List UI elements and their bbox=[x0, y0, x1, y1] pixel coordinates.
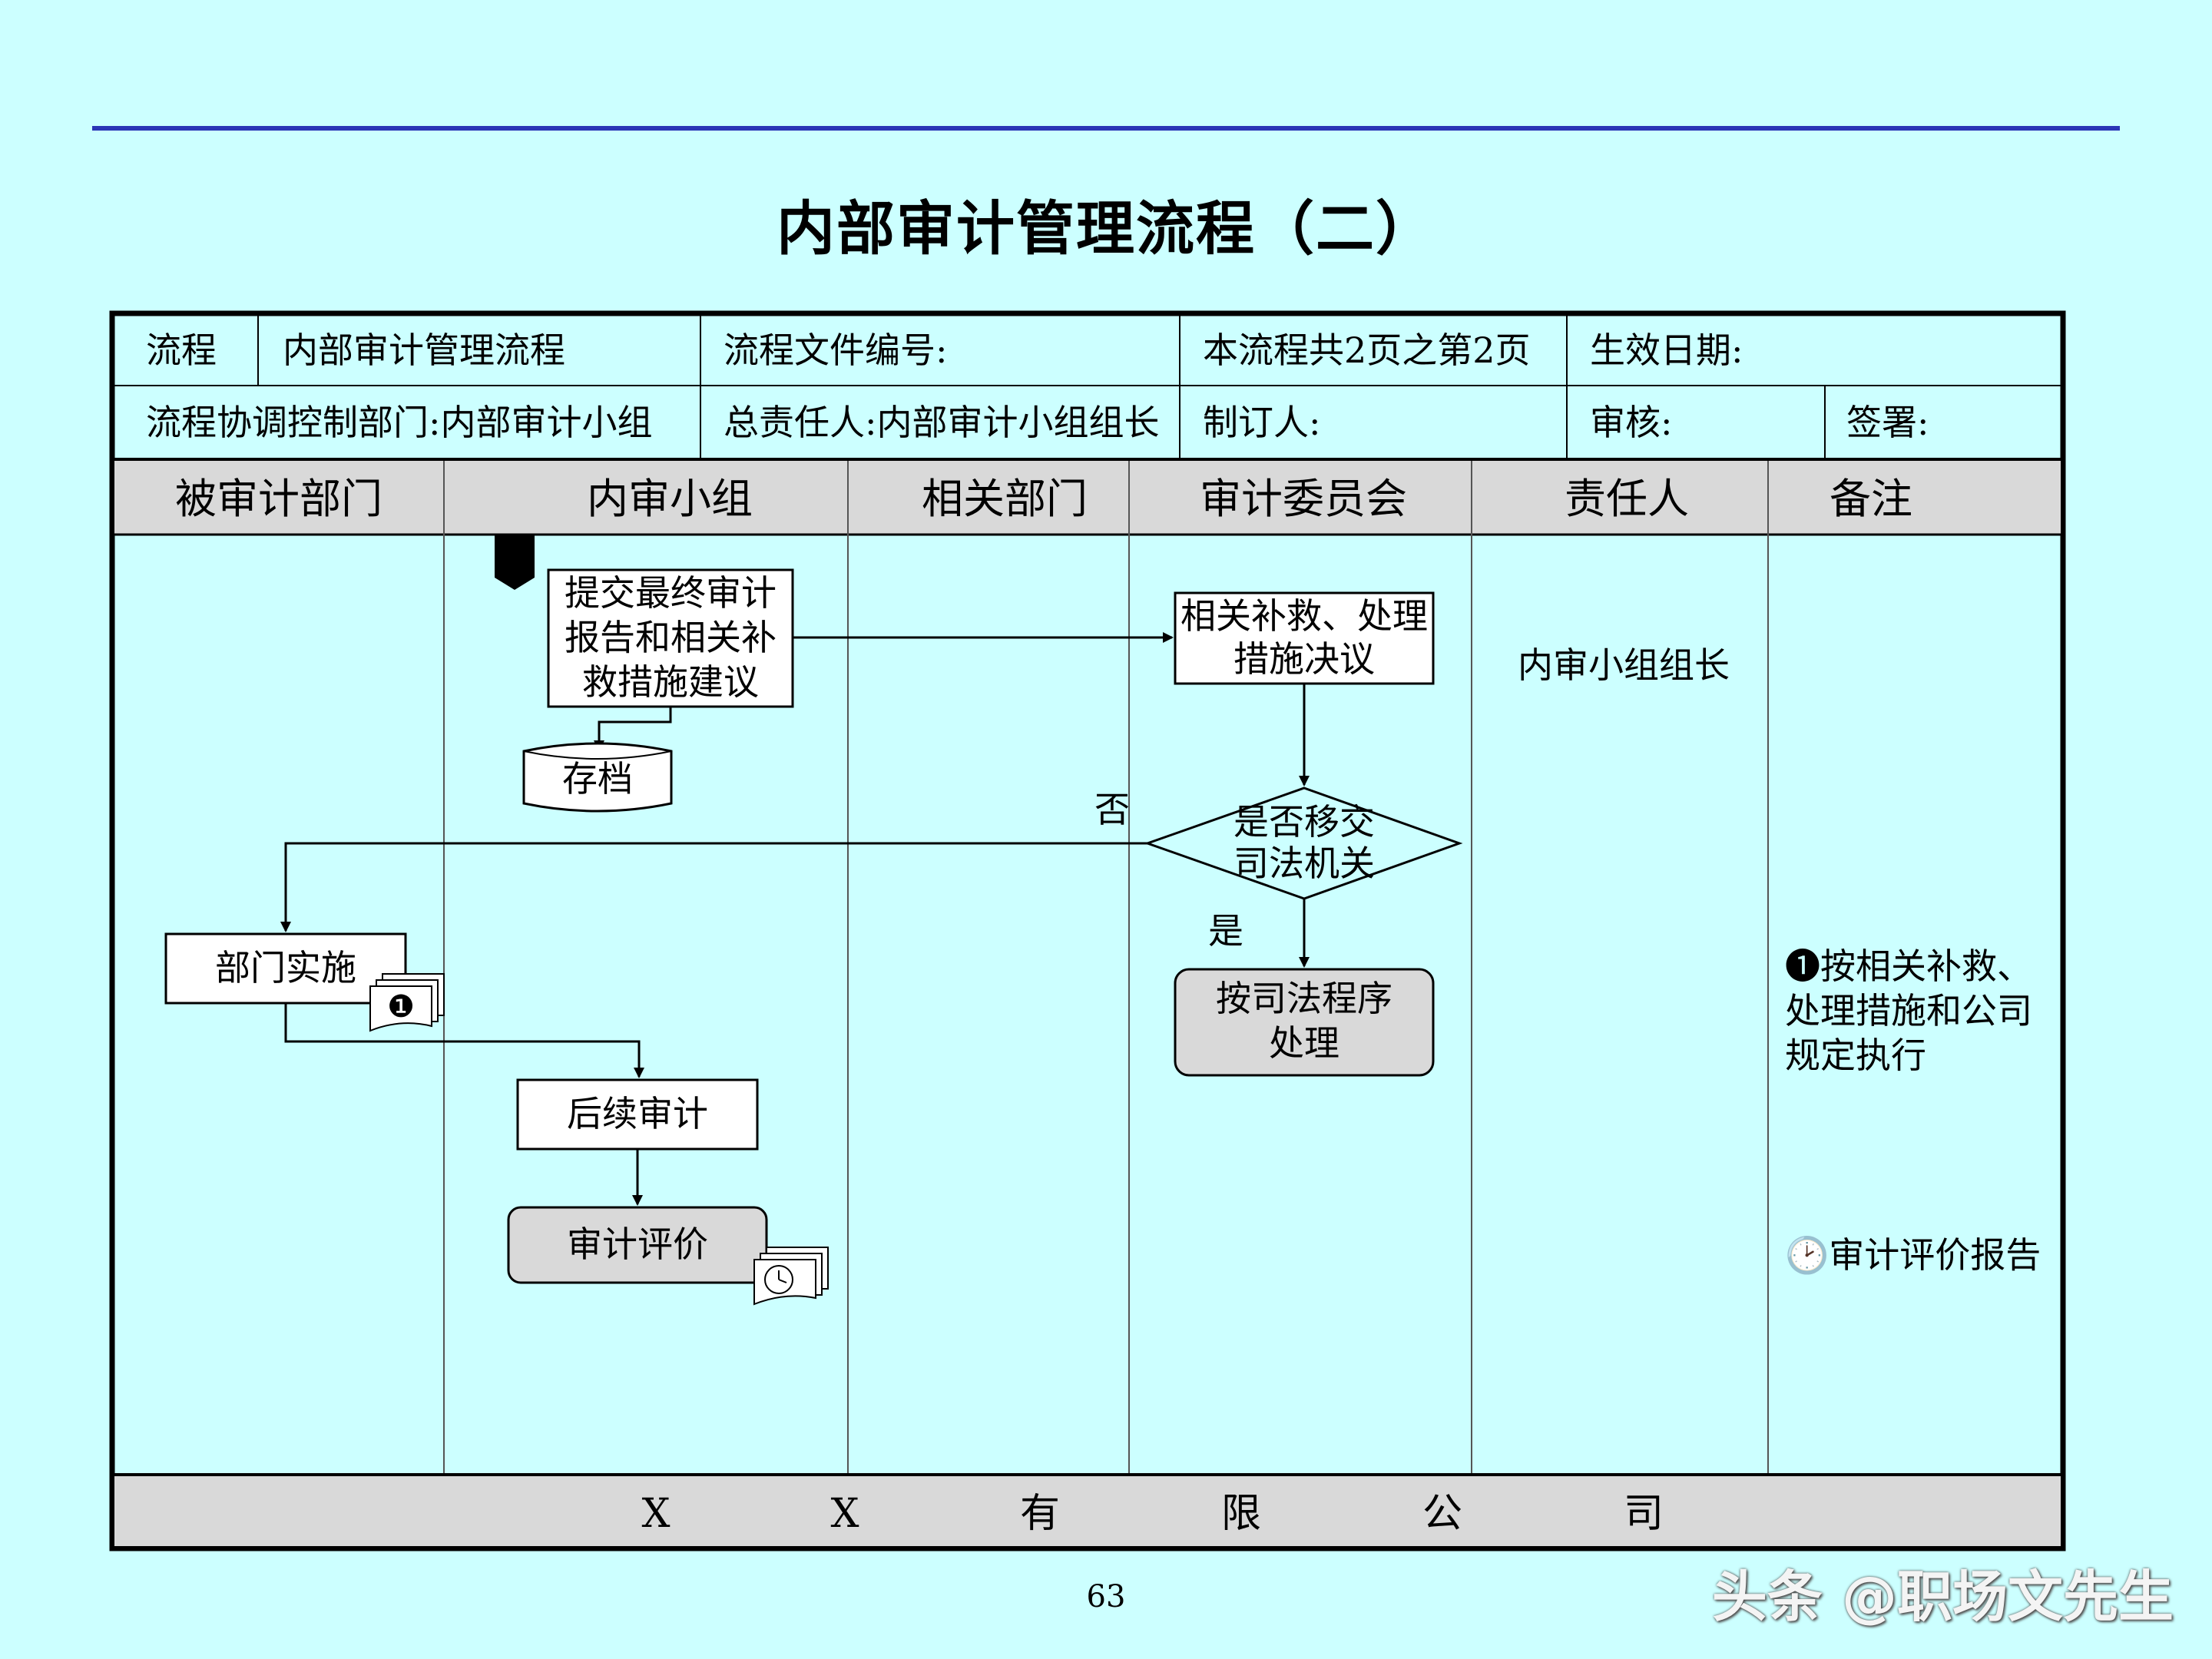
node-remedial-resolution bbox=[1174, 591, 1435, 685]
hdr-pages-text: 本流程共2页之第2页 bbox=[1203, 329, 1531, 371]
hdr-process-name: 内部审计管理流程 bbox=[283, 329, 565, 371]
lane-audit-committee: 审计委员会 bbox=[1200, 475, 1407, 523]
clock-icon bbox=[764, 1265, 793, 1294]
node-submit-report bbox=[547, 568, 794, 708]
node-transfer-question-line2: 司法机关 bbox=[1233, 843, 1375, 884]
node-dept-implement-label: 部门实施 bbox=[215, 947, 356, 988]
page-title: 内部审计管理流程（二） bbox=[777, 194, 1435, 263]
hdr-sign-label: 签署: bbox=[1846, 402, 1929, 443]
node-judicial-process-line2: 处理 bbox=[1269, 1022, 1339, 1064]
node-submit-report-line2: 报告和相关补 bbox=[565, 617, 777, 658]
node-followup-audit bbox=[516, 1078, 759, 1151]
lane-notes: 备注 bbox=[1830, 475, 1912, 523]
lane-audited-dept: 被审计部门 bbox=[175, 475, 382, 523]
edge-label-no: 否 bbox=[1094, 789, 1130, 830]
node-followup-audit-label: 后续审计 bbox=[567, 1093, 708, 1134]
node-submit-report-line3: 救措施建议 bbox=[582, 661, 759, 703]
note1-line1: ❶按相关补救、 bbox=[1785, 945, 2032, 987]
note1-line2: 处理措施和公司 bbox=[1785, 990, 2032, 1031]
node-judicial-process-line1: 按司法程序 bbox=[1216, 978, 1392, 1019]
node-remedial-resolution-line2: 措施决议 bbox=[1233, 638, 1375, 680]
hdr-file-no-label: 流程文件编号: bbox=[724, 329, 948, 371]
hdr-coord-dept: 流程协调控制部门:内部审计小组 bbox=[146, 402, 653, 443]
lane-header-band bbox=[114, 461, 2061, 535]
node-remedial-resolution-line1: 相关补救、处理 bbox=[1181, 595, 1428, 637]
footer-char-4: 限 bbox=[1221, 1491, 1261, 1537]
footer-char-5: 公 bbox=[1422, 1491, 1462, 1537]
hdr-process-label: 流程 bbox=[146, 329, 217, 371]
note1-line3: 规定执行 bbox=[1785, 1035, 1926, 1076]
hdr-drafter-label: 制订人: bbox=[1203, 402, 1321, 443]
note2: 🕑审计评价报告 bbox=[1785, 1234, 2041, 1276]
edge-label-yes: 是 bbox=[1208, 910, 1243, 952]
watermark: 头条 @职场文先生 bbox=[1711, 1565, 2174, 1629]
footer-char-6: 司 bbox=[1624, 1491, 1664, 1537]
archive-edge bbox=[594, 707, 672, 751]
edge-implement-to-followup bbox=[284, 1003, 644, 1078]
offpage-connector-icon bbox=[495, 535, 535, 590]
footer-char-3: 有 bbox=[1020, 1491, 1060, 1537]
lane-internal-audit-team: 内审小组 bbox=[587, 475, 753, 523]
page-number: 63 bbox=[1086, 1579, 1126, 1614]
lane-related-dept: 相关部门 bbox=[922, 475, 1088, 523]
node-transfer-question-line1: 是否移交 bbox=[1233, 801, 1375, 843]
hdr-reviewer-label: 审核: bbox=[1590, 402, 1673, 443]
hdr-owner: 总责任人:内部审计小组组长 bbox=[724, 402, 1160, 443]
node-audit-evaluation bbox=[507, 1206, 768, 1284]
node-archive: 存档 bbox=[562, 758, 633, 800]
responsible-person: 内审小组组长 bbox=[1518, 644, 1730, 686]
doc-marker-1: ❶ bbox=[387, 989, 415, 1025]
lane-responsible: 责任人 bbox=[1565, 475, 1689, 523]
footer-band bbox=[114, 1476, 2061, 1546]
node-audit-evaluation-label: 审计评价 bbox=[567, 1224, 708, 1265]
table-frame bbox=[109, 310, 2066, 1551]
node-judicial-process bbox=[1174, 968, 1435, 1077]
node-submit-report-line1: 提交最终审计 bbox=[565, 572, 777, 614]
hdr-effective-date-label: 生效日期: bbox=[1590, 329, 1743, 371]
node-archive-cylinder bbox=[522, 742, 673, 813]
top-rule bbox=[92, 126, 2120, 131]
footer-char-2: X bbox=[830, 1491, 859, 1537]
footer-char-1: X bbox=[641, 1491, 670, 1537]
document-stack-icon bbox=[369, 973, 445, 1032]
edge-no-to-implement bbox=[280, 842, 1147, 932]
